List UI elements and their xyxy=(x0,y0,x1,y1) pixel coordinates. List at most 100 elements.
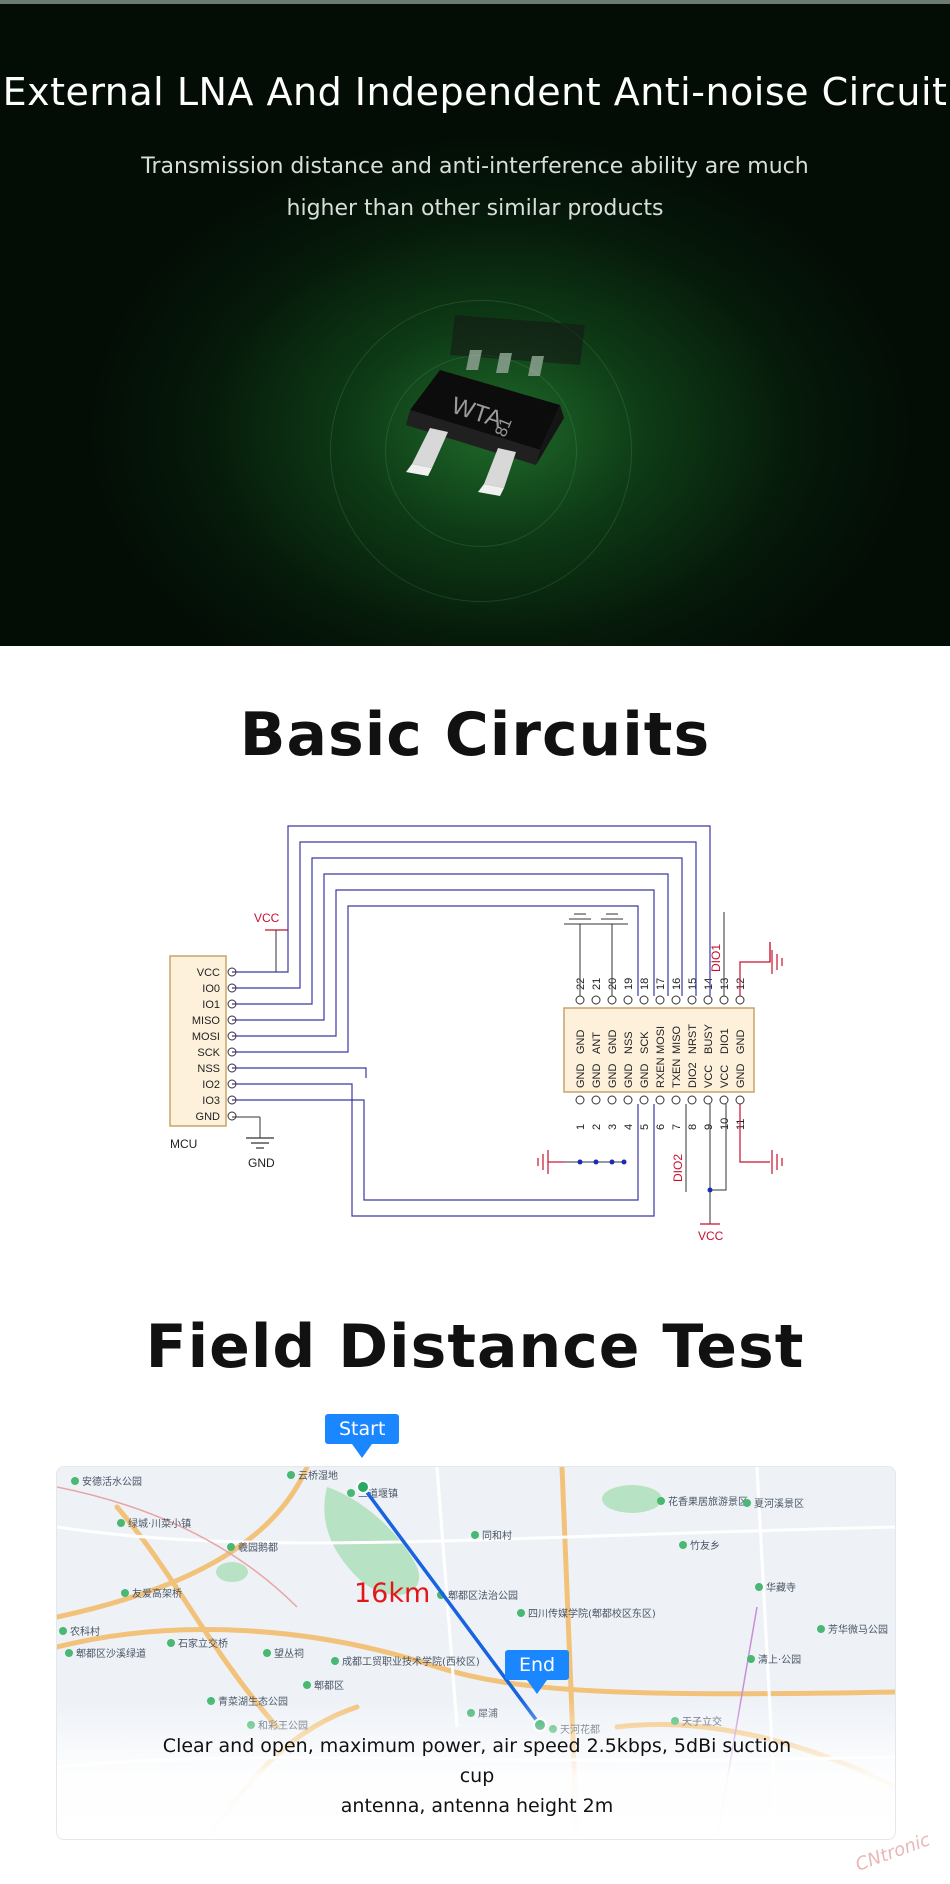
map-poi-icon xyxy=(287,1471,295,1479)
map-place-label: 安德活水公园 xyxy=(82,1475,142,1488)
field-test-map: 安德活水公园三道堰镇云桥湿地绿城·川菜小镇羲园鹅都友爱高架桥石家立交桥郫都区沙溪… xyxy=(56,1466,896,1840)
module-pin-num: 16 xyxy=(671,978,683,990)
module-pin-name: DIO1 xyxy=(719,1028,731,1054)
module-pin-name: NSS xyxy=(623,1031,635,1054)
module-bottom-terminal xyxy=(575,1095,585,1105)
module-pin-num: 1 xyxy=(575,1124,587,1130)
module-pin-num: 14 xyxy=(703,978,715,990)
module-top-terminal xyxy=(687,995,697,1005)
module-pin-num: 10 xyxy=(719,1118,731,1130)
module-top-gnd xyxy=(739,942,771,996)
mcu-pin-miso: MISO xyxy=(192,1015,221,1027)
map-place-label: 云桥湿地 xyxy=(298,1469,338,1482)
mcu-pin-terminal xyxy=(227,1111,237,1121)
module-bottom-terminal xyxy=(655,1095,665,1105)
module-bottom-terminal xyxy=(735,1095,745,1105)
map-place-label: 夏河溪景区 xyxy=(754,1498,804,1510)
module-top-terminal xyxy=(639,995,649,1005)
module-pin-name: VCC xyxy=(703,1065,715,1088)
mcu-pin-io2: IO2 xyxy=(202,1079,220,1091)
module-pin-num: 19 xyxy=(623,978,635,990)
module-pin-num: 4 xyxy=(623,1124,635,1130)
module-top-pins: 22GND21ANT20GND19NSS18SCK17MOSI16MISO15N… xyxy=(575,978,747,1054)
module-pin-name: GND xyxy=(607,1064,619,1089)
module-top-terminal xyxy=(591,995,601,1005)
module-pin-num: 21 xyxy=(591,978,603,990)
back-chip xyxy=(450,315,585,376)
hero-title: External LNA And Independent Anti-noise … xyxy=(2,70,948,114)
map-poi-icon xyxy=(747,1655,755,1663)
module-pin-name: DIO2 xyxy=(687,1062,699,1088)
map-poi-icon xyxy=(167,1639,175,1647)
mcu-block xyxy=(169,955,227,1127)
map-place-label: 石家立交桥 xyxy=(178,1637,228,1650)
hero-glow-ring xyxy=(330,300,632,602)
module-top-terminal xyxy=(719,995,729,1005)
module-pin-num: 13 xyxy=(719,978,731,990)
module-pin-name: GND xyxy=(639,1064,651,1089)
map-place-label: 望丛祠 xyxy=(274,1647,304,1660)
caption-line2: antenna, antenna height 2m xyxy=(340,1795,614,1817)
hero-subtitle: Transmission distance and anti-interfere… xyxy=(125,146,825,230)
module-pin-name: NRST xyxy=(687,1024,699,1054)
module-pin-num: 11 xyxy=(735,1119,747,1130)
antenna-ground-symbols xyxy=(564,913,628,996)
map-place-label: 绿城·川菜小镇 xyxy=(128,1517,191,1530)
map-poi-icon xyxy=(227,1543,235,1551)
module-bottom-terminal xyxy=(591,1095,601,1105)
map-place-label: 农科村 xyxy=(70,1625,100,1638)
dio1-label: DIO1 xyxy=(709,944,723,972)
map-fade xyxy=(57,1699,895,1839)
caption-line1: Clear and open, maximum power, air speed… xyxy=(162,1735,792,1787)
map-poi-icon xyxy=(517,1609,525,1617)
module-pin-name: GND xyxy=(591,1064,603,1089)
map-place-label: 羲园鹅都 xyxy=(238,1541,278,1554)
mcu-label: MCU xyxy=(170,1137,197,1151)
map-poi-icon xyxy=(755,1583,763,1591)
module-pin-name: MISO xyxy=(671,1025,683,1054)
route-line xyxy=(361,1485,542,1727)
mcu-gnd-label: GND xyxy=(248,1156,275,1170)
module-bottom-terminal xyxy=(623,1095,633,1105)
module-pin-num: 9 xyxy=(703,1124,715,1130)
mcu-pin-vcc: VCC xyxy=(197,967,220,979)
map-place-label: 同和村 xyxy=(482,1529,512,1542)
mcu-pin-sck: SCK xyxy=(197,1047,220,1059)
module-pin-name: SCK xyxy=(639,1031,651,1054)
module-pin-num: 7 xyxy=(671,1124,683,1130)
map-place-label: 芳华微马公园 xyxy=(828,1623,888,1636)
module-top-terminal xyxy=(703,995,713,1005)
map-poi-icon xyxy=(347,1489,355,1497)
map-place-label: 清上·公园 xyxy=(758,1653,801,1666)
map-place-label: 竹友乡 xyxy=(690,1539,720,1552)
module-pin-name: ANT xyxy=(591,1032,603,1054)
signal-wires xyxy=(232,825,711,1217)
module-bottom-terminal xyxy=(687,1095,697,1105)
module-pin-name: GND xyxy=(735,1064,747,1089)
module-pin-name: GND xyxy=(575,1030,587,1055)
module-pin-num: 8 xyxy=(687,1124,699,1130)
map-place-label: 华藏寺 xyxy=(766,1581,796,1594)
module-top-terminal xyxy=(623,995,633,1005)
map-place-label: 友爱高架桥 xyxy=(132,1587,182,1600)
front-chip: WTA 81 xyxy=(406,370,564,496)
map-poi-icon xyxy=(303,1681,311,1689)
mcu-pin-io0: IO0 xyxy=(202,983,220,995)
module-pin-num: 22 xyxy=(575,978,587,990)
mcu-pin-io1: IO1 xyxy=(202,999,220,1011)
map-place-label: 四川传媒学院(郫都校区东区) xyxy=(528,1607,656,1620)
module-pin-name: GND xyxy=(735,1030,747,1055)
map-place-label: 郫都区法治公园 xyxy=(448,1589,518,1602)
module-vcc-label: VCC xyxy=(698,1229,724,1243)
module-pin-num: 6 xyxy=(655,1124,667,1130)
module-top-terminal xyxy=(671,995,681,1005)
module-pin-name: RXEN xyxy=(655,1057,667,1088)
gnd-symbol-bottom-right xyxy=(771,1150,783,1174)
module-pin-num: 20 xyxy=(607,978,619,990)
map-poi-icon xyxy=(657,1497,665,1505)
map-poi-icon xyxy=(117,1519,125,1527)
map-poi-icon xyxy=(65,1649,73,1657)
lna-chip-illustration: WTA 81 xyxy=(406,315,585,496)
hero-subtitle-line2: higher than other similar products xyxy=(286,196,664,221)
